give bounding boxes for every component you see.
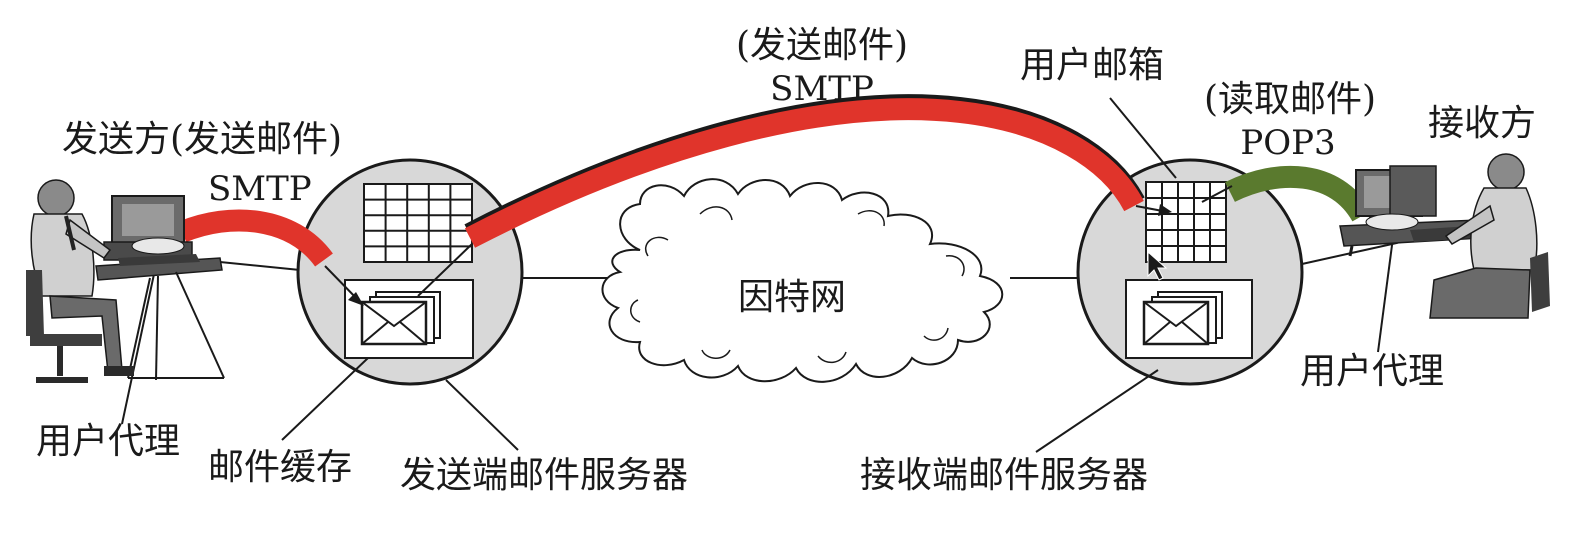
user-agent-right-label: 用户代理 — [1300, 351, 1445, 392]
receiving-mail-server — [1076, 158, 1304, 386]
user-mailbox-grid — [1145, 181, 1227, 263]
arrowhead-mailbox — [1158, 204, 1172, 216]
leader-mail-cache — [281, 357, 369, 441]
cursor-icon — [1147, 250, 1168, 281]
mail-cache-label: 邮件缓存 — [208, 447, 353, 488]
sender-title-label: 发送方(发送邮件) — [62, 119, 343, 160]
send-mail-protocol-label: SMTP — [770, 69, 874, 109]
receiver-person-icon — [1339, 153, 1550, 319]
leader-user-agent-right — [1377, 229, 1395, 353]
sender-protocol-label: SMTP — [208, 169, 312, 209]
sending-mail-server — [296, 158, 524, 386]
receiving-server-label: 接收端邮件服务器 — [860, 455, 1149, 496]
user-mailbox-label: 用户邮箱 — [1020, 45, 1165, 86]
leader-receiving-server — [1035, 369, 1159, 453]
mail-cache-box — [344, 279, 474, 359]
smtp-link-sender — [177, 209, 333, 267]
send-mail-label: (发送邮件) — [735, 25, 909, 66]
leader-sending-server — [445, 379, 519, 451]
pop3-link-receiver — [1225, 165, 1372, 222]
receiver-mail-cache-box — [1125, 279, 1253, 359]
internet-label: 因特网 — [738, 277, 847, 318]
receiver-title-label: 接收方 — [1428, 103, 1537, 144]
leader-mail-out — [417, 243, 473, 297]
read-mail-protocol-label: POP3 — [1240, 123, 1336, 163]
leader-pop3-read — [1201, 185, 1233, 203]
user-agent-left-label: 用户代理 — [36, 421, 181, 462]
sending-server-label: 发送端邮件服务器 — [400, 455, 689, 496]
internet-cloud — [601, 178, 1004, 383]
sender-person-icon — [26, 179, 225, 383]
leader-user-mailbox — [1109, 97, 1177, 179]
read-mail-label: (读取邮件) — [1203, 79, 1377, 120]
smtp-link-servers — [464, 98, 1144, 248]
sender-server-mailbox-grid — [363, 183, 473, 263]
arrowhead-mail-cache — [348, 292, 364, 306]
